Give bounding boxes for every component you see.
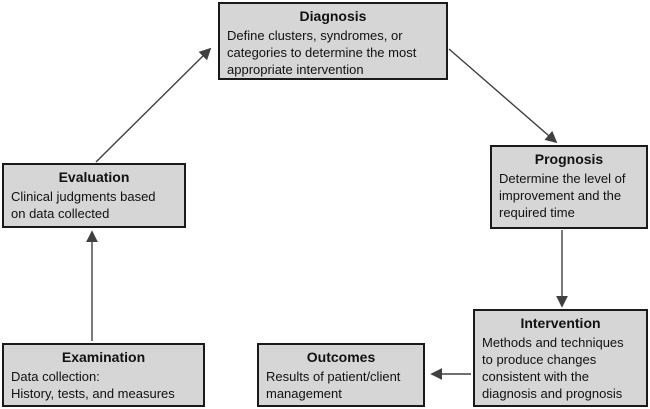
intervention-title: Intervention — [520, 315, 601, 331]
examination-title: Examination — [61, 349, 146, 365]
outcomes-body: Results of patient/client management — [266, 368, 401, 401]
examination-node: Examination Data collection: History, te… — [2, 343, 205, 407]
diagnosis-body: Define clusters, syndromes, or categorie… — [227, 27, 417, 77]
outcomes-title: Outcomes — [306, 349, 376, 365]
arrow-diagnosis-to-prognosis — [448, 48, 558, 144]
diagnosis-node: Diagnosis Define clusters, syndromes, or… — [218, 2, 448, 80]
evaluation-title: Evaluation — [58, 169, 130, 185]
evaluation-node: Evaluation Clinical judgments based on d… — [2, 163, 186, 228]
intervention-node: Intervention Methods and techniques to p… — [473, 309, 648, 407]
outcomes-node: Outcomes Results of patient/client manag… — [257, 343, 425, 407]
prognosis-body: Determine the level of improvement and t… — [499, 170, 626, 220]
intervention-body: Methods and techniques to produce change… — [482, 334, 624, 401]
prognosis-node: Prognosis Determine the level of improve… — [490, 145, 648, 229]
evaluation-body: Clinical judgments based on data collect… — [11, 188, 156, 221]
diagnosis-title: Diagnosis — [299, 8, 367, 24]
examination-body: Data collection: History, tests, and mea… — [11, 368, 175, 401]
arrow-evaluation-to-diagnosis — [95, 47, 212, 163]
prognosis-title: Prognosis — [534, 151, 604, 167]
